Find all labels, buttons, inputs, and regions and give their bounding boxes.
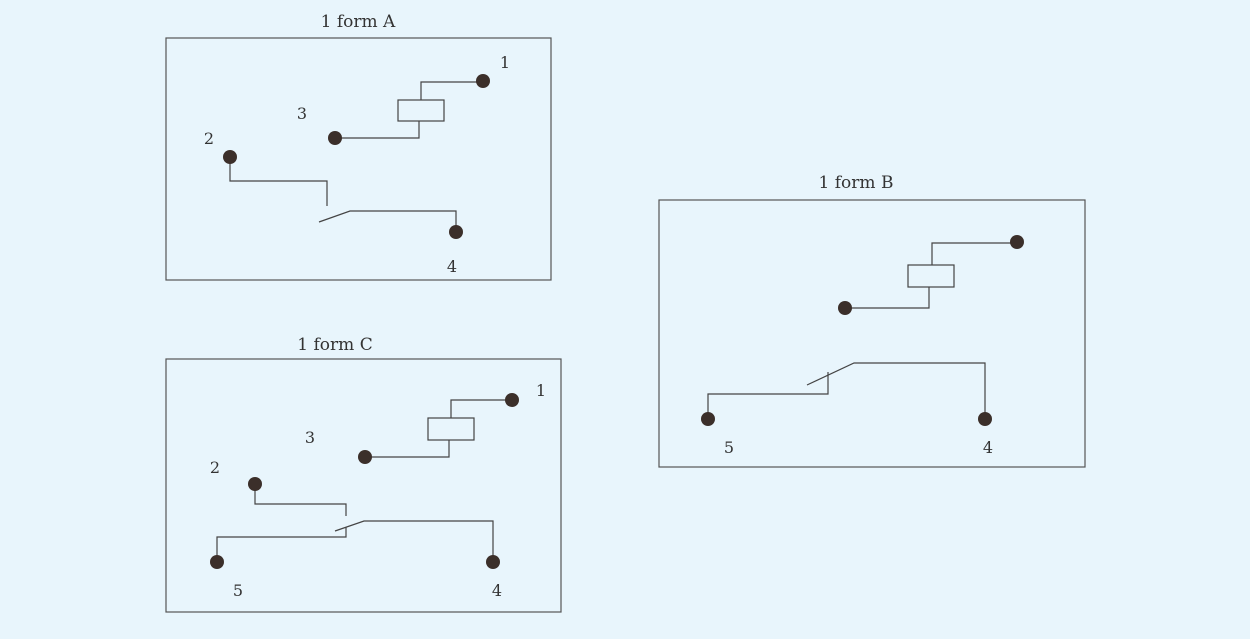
form-b-coil-terminal-bottom [838,301,852,315]
form-c-pin-1-label: 1 [536,381,546,400]
form-a-contact-arm [318,210,457,232]
form-c-terminal-2 [248,477,262,491]
form-b-contact-arm [806,362,986,419]
form-c-pin-5-label: 5 [233,581,243,600]
form-a-title: 1 form A [321,12,396,32]
form-b-pin-5-label: 5 [724,438,734,457]
form-a-pin-3-label: 3 [297,104,307,123]
form-a-terminal-4 [449,225,463,239]
form-b-terminal-4 [978,412,992,426]
form-b-coil [907,264,955,288]
form-a-coil-wire-bottom [335,121,420,139]
form-a-pin-2-label: 2 [204,129,214,148]
form-b-diagram: 1 form B 5 4 [658,173,1086,468]
form-c-title: 1 form C [297,335,372,355]
form-c-terminal-3 [358,450,372,464]
form-b-coil-terminal-top [1010,235,1024,249]
form-c-terminal-5 [210,555,224,569]
form-c-coil-wire-bottom [365,440,450,458]
form-c-terminal-1 [505,393,519,407]
form-a-pin-1-label: 1 [500,53,510,72]
form-c-diagram: 1 form C 1 2 3 4 5 [165,335,562,613]
form-c-coil-wire-top [450,399,512,418]
form-b-title: 1 form B [819,173,894,193]
form-c-nc-wire [254,484,347,516]
form-b-common-wire [707,372,829,419]
form-b-frame [658,199,1086,468]
form-c-contact-arm [334,520,494,562]
form-c-pin-4-label: 4 [492,581,502,600]
form-b-coil-wire-top [931,242,1017,265]
form-b-pin-4-label: 4 [983,438,993,457]
form-a-common-wire [229,157,328,206]
form-a-terminal-2 [223,150,237,164]
form-a-frame [165,37,552,281]
form-b-terminal-5 [701,412,715,426]
form-a-coil [397,99,445,122]
form-c-pin-2-label: 2 [210,458,220,477]
form-a-terminal-3 [328,131,342,145]
form-c-common-wire [216,527,347,562]
form-c-frame [165,358,562,613]
form-a-diagram: 1 form A 1 2 3 4 [165,12,552,281]
form-a-terminal-1 [476,74,490,88]
form-b-coil-wire-bottom [845,287,930,309]
form-c-pin-3-label: 3 [305,428,315,447]
form-c-terminal-4 [486,555,500,569]
form-a-coil-wire-top [420,81,483,100]
form-a-pin-4-label: 4 [447,257,457,276]
form-c-coil [427,417,475,441]
